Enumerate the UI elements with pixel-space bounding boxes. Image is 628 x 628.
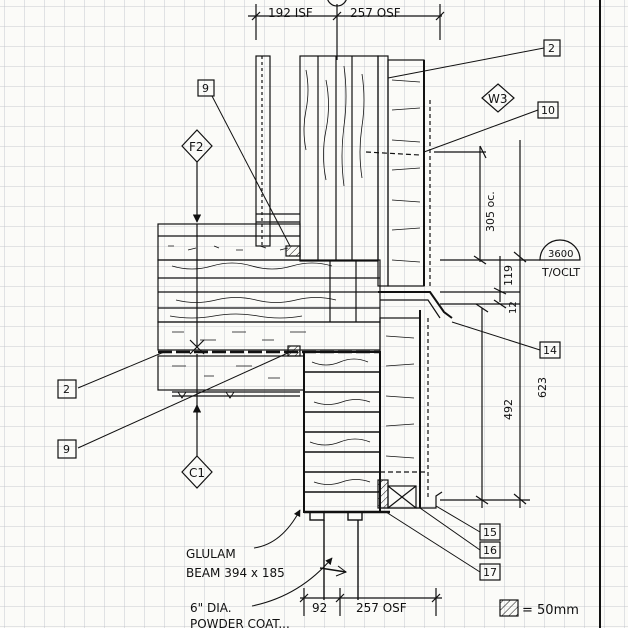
callout-14: 14: [543, 344, 557, 357]
beam-label-line2: BEAM 394 x 185: [186, 566, 285, 580]
callout-15: 15: [483, 526, 497, 539]
callout-9-top: 9: [202, 82, 209, 95]
callout-box-16: [479, 541, 501, 559]
dim-right-small-1: 119: [502, 265, 515, 286]
dim-right-mid: 492: [502, 399, 515, 420]
dim-top-left: 192 ISF: [268, 6, 313, 20]
callout-box-14: [539, 341, 561, 359]
grid-line-f2: [181, 129, 213, 489]
callout-box-9-left: [57, 439, 77, 459]
level-label: T/OCLT: [541, 266, 580, 279]
right-dimensions: [434, 140, 540, 508]
grid-marker-lower: C1: [189, 466, 205, 480]
beam-label-line1: GLULAM: [186, 547, 236, 561]
callout-leaders: [77, 47, 545, 573]
column-label-line2: POWDER COAT...: [190, 617, 290, 628]
wall-marker-shape: [481, 83, 515, 113]
callout-2-left: 2: [63, 383, 70, 396]
callout-box-10: [537, 101, 559, 119]
dim-right-total: 623: [536, 377, 549, 398]
callout-2-top: 2: [548, 42, 555, 55]
callout-16: 16: [483, 544, 497, 557]
steel-column: [319, 520, 359, 600]
column-label-line1: 6" DIA.: [190, 601, 232, 615]
dim-right-small-2: 12: [508, 301, 519, 314]
exterior-cladding: [365, 55, 431, 287]
legend-text: = 50mm: [522, 603, 579, 618]
beam-leader: [253, 509, 301, 549]
dim-bottom-left: 92: [312, 601, 327, 615]
callout-box-2-top: [543, 39, 561, 57]
level-marker-symbol: [539, 239, 581, 261]
callout-9-left: 9: [63, 443, 70, 456]
dim-spacing: 305 oc.: [484, 191, 497, 232]
dim-bottom-right: 257 OSF: [356, 601, 407, 615]
bottom-dimension: [299, 588, 442, 616]
level-value: 3600: [548, 249, 573, 260]
column-leader: [251, 557, 333, 607]
wall-marker-label: W3: [488, 92, 508, 106]
dim-top-right: 257 OSF: [350, 6, 401, 20]
hatch-legend-swatch: [499, 599, 519, 617]
callout-box-17: [479, 563, 501, 581]
callout-17: 17: [483, 566, 497, 579]
grid-marker-upper: F2: [189, 140, 204, 154]
callout-box-9-top: [197, 79, 215, 97]
callout-box-2-left: [57, 379, 77, 399]
lower-wall: [377, 291, 453, 509]
callout-10: 10: [541, 104, 555, 117]
glulam-beam: [303, 351, 390, 521]
callout-box-15: [479, 523, 501, 541]
top-dimension: [248, 0, 445, 60]
